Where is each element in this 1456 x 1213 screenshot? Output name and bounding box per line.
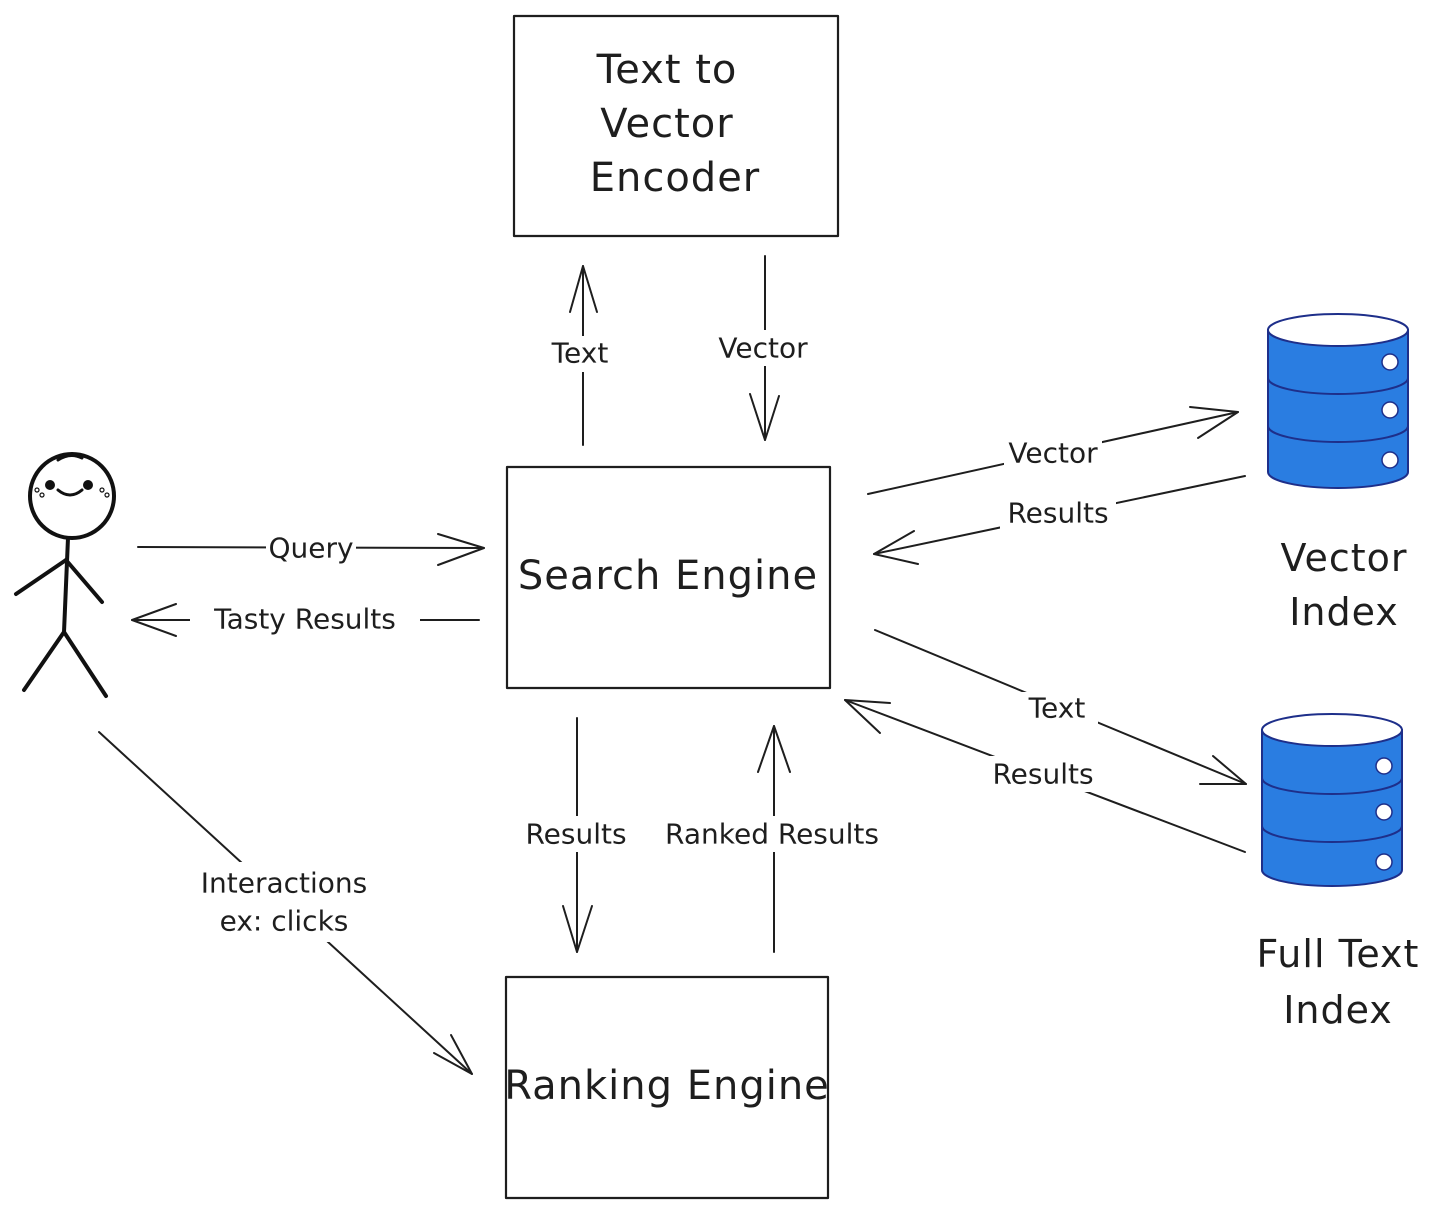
edge-vector-from-encoder: Vector [712,255,816,441]
edge-label-results-to-ranking: Results [525,818,626,851]
edge-results-from-full-text-index: Results [844,699,1246,853]
edge-text-to-full-text-index: Text [874,629,1247,785]
encoder-label-line-1: Text to [596,47,738,93]
ranking-engine-label: Ranking Engine [504,1063,830,1109]
edge-label-interactions-line-2: ex: clicks [220,905,349,938]
edge-label-interactions-line-1: Interactions [201,867,368,900]
edge-vector-to-vector-index: Vector [867,406,1239,495]
full-text-index-database-icon [1261,713,1403,887]
edge-label-tasty-results: Tasty Results [213,603,396,636]
stick-figure-user-icon [14,452,116,698]
full-text-index-label-line-2: Index [1283,988,1393,1032]
full-text-index-label-line-1: Full Text [1257,932,1420,976]
edge-label-text-to-encoder: Text [551,337,609,370]
search-engine-label: Search Engine [518,553,818,599]
vector-index-label-line-1: Vector [1280,536,1407,580]
edge-text-to-encoder: Text [538,265,628,446]
vector-index-database-icon [1267,313,1409,489]
edge-label-results-from-vector-index: Results [1007,497,1108,530]
edge-ranked-results: Ranked Results [652,725,892,953]
vector-index-label-line-2: Index [1289,590,1399,634]
edge-tasty-results: Tasty Results [131,600,480,640]
edge-label-vector-to-vector-index: Vector [1008,437,1098,470]
ranking-engine-node[interactable]: Ranking Engine [504,975,830,1200]
encoder-label-line-2: Vector [600,101,733,147]
edge-label-text-to-full-text-index: Text [1028,692,1086,725]
edge-label-vector-from-encoder: Vector [718,332,808,365]
edge-results-to-ranking: Results [514,717,638,953]
edge-label-ranked-results: Ranked Results [665,818,879,851]
edge-label-query: Query [268,532,353,565]
encoder-label-line-3: Encoder [590,155,761,201]
edge-query: Query [137,530,485,566]
search-engine-node[interactable]: Search Engine [505,465,832,690]
edge-interactions: Interactions ex: clicks [98,731,473,1075]
edge-label-results-from-full-text-index: Results [992,758,1093,791]
edge-results-from-vector-index: Results [873,475,1246,565]
encoder-node[interactable]: Text to Vector Encoder [512,14,840,238]
